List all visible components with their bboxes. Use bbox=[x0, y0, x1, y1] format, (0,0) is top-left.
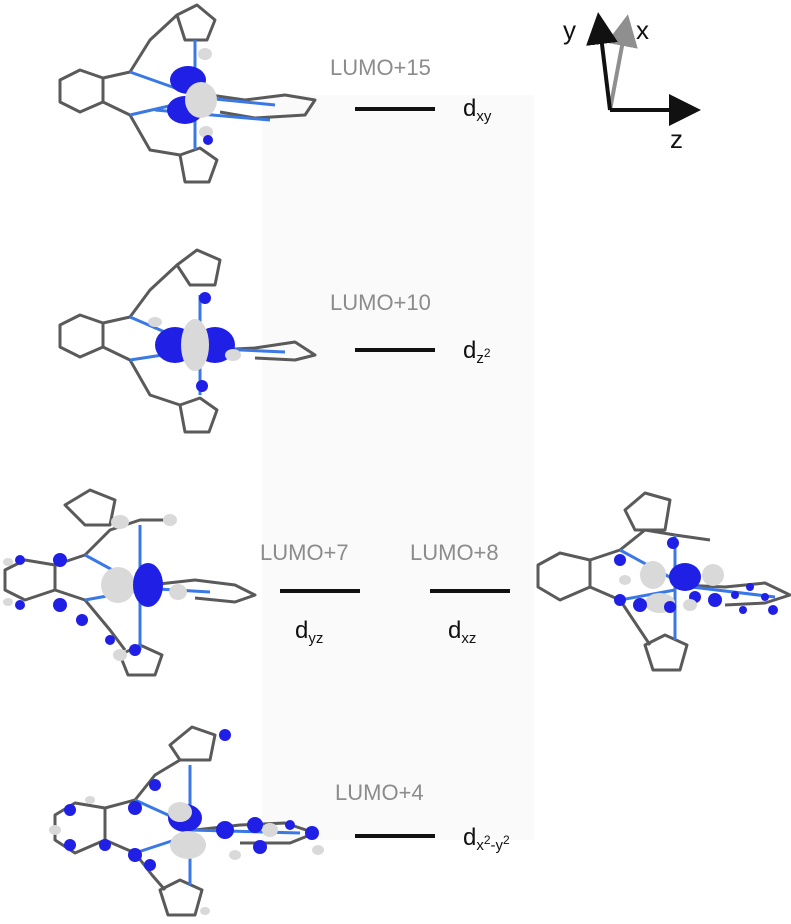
mo-label-lumo15: LUMO+15 bbox=[330, 55, 431, 80]
mo-label-lumo7: LUMO+7 bbox=[260, 540, 349, 565]
energy-level-lumo8 bbox=[430, 589, 510, 593]
energy-level-lumo7 bbox=[280, 589, 360, 593]
y-axis-label: y bbox=[563, 15, 576, 45]
x-axis-label: x bbox=[636, 15, 649, 45]
orbital-label-dxy: dxy bbox=[463, 95, 492, 125]
axis-system bbox=[586, 12, 701, 126]
energy-level-lumo4 bbox=[355, 834, 435, 838]
molecule-orbital-lumo4 bbox=[49, 725, 324, 917]
orbital-label-dyz: dyz bbox=[295, 617, 324, 647]
molecule-orbital-lumo7 bbox=[3, 488, 257, 677]
molecule-orbital-lumo15 bbox=[58, 3, 317, 184]
mo-label-lumo10: LUMO+10 bbox=[330, 290, 431, 315]
molecule-orbital-lumo8 bbox=[536, 491, 791, 672]
mo-label-lumo8: LUMO+8 bbox=[410, 540, 499, 565]
orbital-label-dz2: dz2 bbox=[463, 337, 491, 367]
energy-level-lumo15 bbox=[355, 107, 435, 111]
energy-level-lumo10 bbox=[355, 348, 435, 352]
background-band bbox=[262, 95, 534, 840]
z-axis-label: z bbox=[670, 124, 683, 154]
orbital-label-dxz: dxz bbox=[448, 617, 477, 647]
molecule-orbital-lumo10 bbox=[58, 248, 317, 434]
orbital-label-dx2y2: dx2-y2 bbox=[463, 824, 510, 854]
mo-label-lumo4: LUMO+4 bbox=[335, 780, 424, 805]
